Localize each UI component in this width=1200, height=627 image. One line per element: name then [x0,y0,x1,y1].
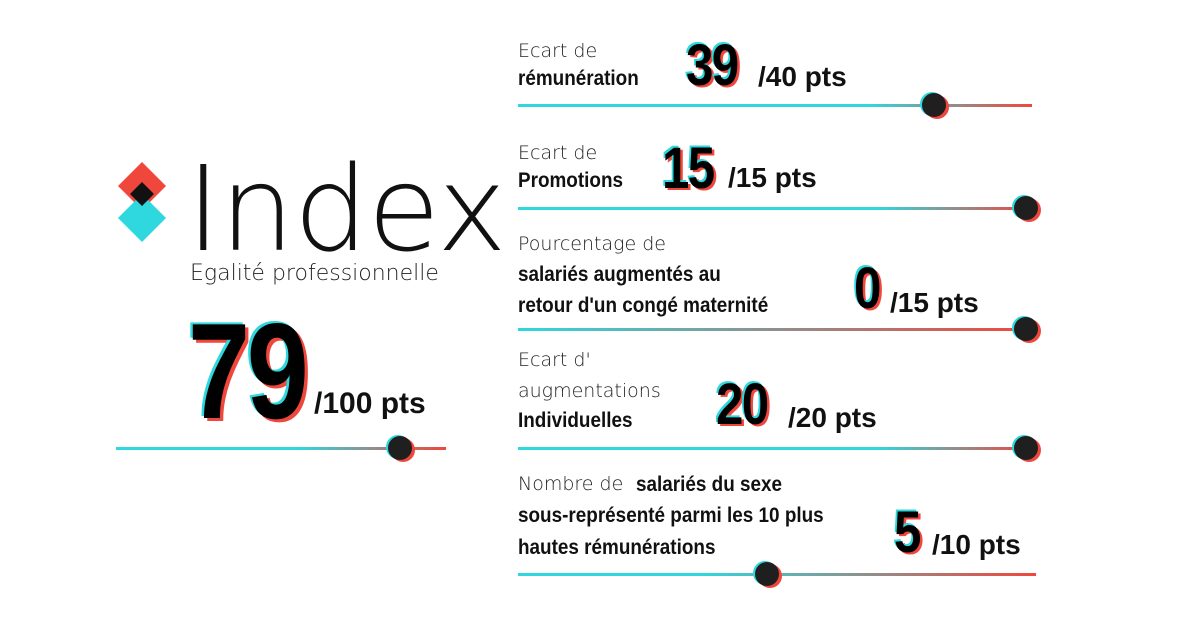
brand-title: Index [186,140,507,278]
indicator-1-slider-track [518,104,1032,107]
indicator-4-slider-knob [1014,436,1038,460]
total-unit: /100 pts [314,387,426,420]
indicator-5-slider-knob [754,562,779,586]
indicator-3-label-bold-1: salariés augmentés au [518,263,721,286]
indicator-5-label-bold-1: salariés du sexe [636,473,783,496]
indicator-1-unit: /40 pts [758,61,847,92]
indicator-5-score: 5 [894,500,921,565]
total-score: 79 [188,295,309,447]
indicator-2-slider-knob [1014,196,1038,220]
indicator-5-label-bold-2: sous-représenté parmi les 10 plus [518,504,824,527]
indicator-4-label-bold: Individuelles [518,409,633,432]
indicator-4-unit: /20 pts [788,402,877,433]
indicator-2-label-bold: Promotions [518,169,624,192]
indicator-1-score: 39 [686,33,739,98]
indicator-3-label-bold-2: retour d'un congé maternité [518,294,769,317]
indicator-1-slider-knob [922,93,947,117]
total-slider-knob [387,436,412,460]
indicator-5-label-light: Nombre de [518,473,624,495]
index-logo-icon [118,162,166,242]
indicator-1-label-light: Ecart de [518,40,598,62]
indicator-4-label-light-1: Ecart d' [518,349,591,371]
indicator-2-unit: /15 pts [728,162,817,193]
indicator-3-score: 0 [854,256,881,321]
indicator-1-label-bold: rémunération [518,67,639,90]
indicator-3-label-light: Pourcentage de [518,233,666,255]
indicator-4-label-light-2: augmentations [518,380,661,402]
brand-subtitle: Egalité professionnelle [190,261,439,286]
indicator-4-score: 20 [716,372,769,437]
indicator-3-slider-knob [1014,317,1038,341]
indicator-3-slider-track [518,328,1032,331]
indicator-2-slider-track [518,207,1032,210]
total-slider-track [116,447,446,450]
indicator-5-unit: /10 pts [932,529,1021,560]
indicator-2-label-light: Ecart de [518,142,598,164]
indicator-5-label-bold-3: hautes rémunérations [518,536,716,559]
indicator-4-slider-track [518,447,1032,450]
indicator-2-score: 15 [662,136,715,201]
indicator-3-unit: /15 pts [890,287,979,318]
